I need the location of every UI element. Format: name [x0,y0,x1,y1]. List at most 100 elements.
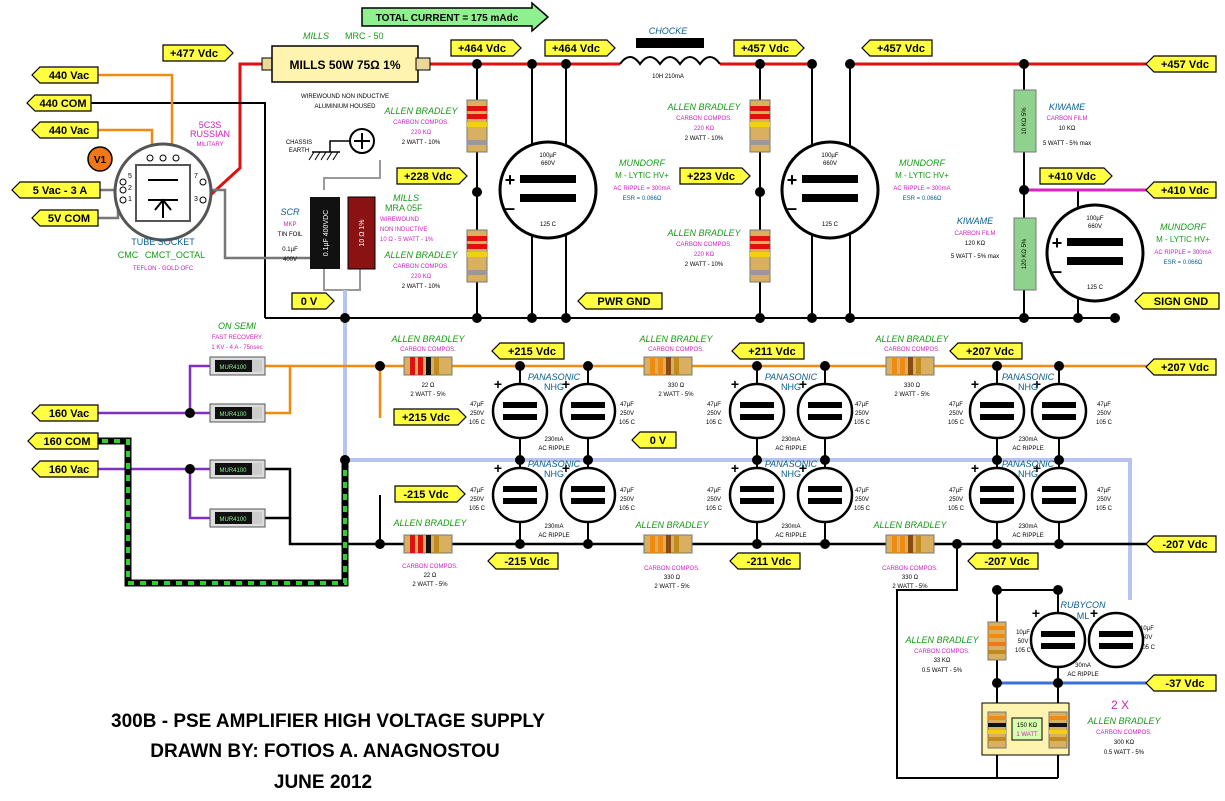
svg-text:MILLS: MILLS [393,193,419,203]
capacitor [559,382,617,440]
svg-text:ALLEN BRADLEY: ALLEN BRADLEY [390,334,465,344]
cap-plate [1042,486,1076,492]
svg-text:PANASONIC: PANASONIC [1002,459,1055,469]
svg-text:ESR = 0.066Ω: ESR = 0.066Ω [903,196,942,202]
svg-text:2 WATT - 5%: 2 WATT - 5% [658,392,694,398]
svg-text:-207 Vdc: -207 Vdc [1162,539,1207,551]
svg-text:105 C: 105 C [948,420,965,426]
capacitor [559,466,617,524]
resistor-band [908,357,913,375]
voltage-tag [967,552,1039,570]
svg-text:MUNDORF: MUNDORF [899,158,945,168]
svg-text:10µF: 10µF [1016,630,1030,636]
hv-wire [203,62,262,202]
svg-text:660V: 660V [823,161,837,167]
svg-text:230mA: 230mA [1018,437,1037,443]
cap-plate [1042,498,1076,504]
choke: CHOCKE 10H 210mA [619,26,721,80]
junction-dot [472,313,482,323]
resistor-band [650,357,655,375]
junction-dot [1019,59,1029,69]
svg-text:MKP: MKP [283,222,296,228]
junction-dot [515,455,525,465]
voltage-tag [733,39,805,57]
svg-text:NHG: NHG [1018,469,1038,479]
capacitor [796,466,854,524]
svg-text:2 WATT - 5%: 2 WATT - 5% [412,582,448,588]
resistor-band [467,122,487,127]
socket-model-b: CMCT_OCTAL [145,250,205,260]
svg-text:100µF: 100µF [821,153,838,159]
svg-text:2 WATT - 5%: 2 WATT - 5% [892,584,928,590]
svg-text:33 KΩ: 33 KΩ [934,658,951,664]
resistor-band [674,535,679,553]
svg-text:PANASONIC: PANASONIC [765,372,818,382]
junction-dot [755,313,765,323]
junction-dot [1053,585,1063,595]
junction-dot [1054,455,1064,465]
svg-text:2 WATT - 5%: 2 WATT - 5% [654,584,690,590]
junction-dot [752,539,762,549]
resistor-band [467,252,487,257]
svg-text:250V: 250V [470,411,484,417]
minus-sign: – [787,198,797,218]
svg-text:0.1µF: 0.1µF [282,247,298,253]
svg-text:CARBON COMPOS.: CARBON COMPOS. [882,566,938,572]
svg-text:PANASONIC: PANASONIC [528,372,581,382]
svg-text:250V: 250V [949,497,963,503]
cap-plate [1041,631,1075,637]
junction-dot [820,539,830,549]
svg-text:MUR4100: MUR4100 [219,365,247,371]
resistor-band [666,357,671,375]
capacitor [968,382,1026,440]
svg-text:AC RIPPLE: AC RIPPLE [775,533,806,539]
svg-text:5 WATT - 5% max: 5 WATT - 5% max [951,254,999,260]
tube-name: 5C3S [199,120,222,130]
svg-text:ALLEN BRADLEY: ALLEN BRADLEY [383,250,458,260]
svg-text:+228 Vdc: +228 Vdc [404,171,452,183]
svg-text:330 Ω: 330 Ω [668,383,685,389]
svg-text:PANASONIC: PANASONIC [1002,372,1055,382]
svg-text:ALLEN BRADLEY: ALLEN BRADLEY [634,520,709,530]
plus-sign: + [562,460,570,476]
voltage-tag [396,167,468,185]
resistor-band [467,270,487,275]
resistor-band [916,535,921,553]
resistor-band [988,737,1006,741]
svg-text:5: 5 [128,173,132,180]
resistor-band [410,357,415,375]
svg-text:2 WATT - 5%: 2 WATT - 5% [410,392,446,398]
ground-bus [343,290,1132,600]
voltage-tag [393,408,467,426]
cap-plate [980,402,1014,408]
junction-dot [583,455,593,465]
svg-text:250V: 250V [470,497,484,503]
svg-text:47µF: 47µF [470,488,484,494]
svg-text:1 WATT: 1 WATT [1016,732,1038,738]
diode-band [252,407,262,419]
resistor-band [467,106,487,111]
junction-dot [1110,313,1120,323]
plus-sign: + [1033,460,1041,476]
svg-text:160 Vac: 160 Vac [49,464,89,476]
svg-text:440 Vac: 440 Vac [49,125,89,137]
svg-text:FAST RECOVERY: FAST RECOVERY [212,335,262,341]
svg-text:250V: 250V [855,497,869,503]
voltage-tag [1145,358,1217,376]
svg-text:EARTH: EARTH [289,148,309,154]
junction-dot [820,361,830,371]
junction-dot [340,313,350,323]
voltage-tag [731,342,805,360]
diode-body [215,463,252,475]
svg-text:120 KΩ 5%: 120 KΩ 5% [1022,238,1028,269]
cap-plate [1099,643,1133,649]
resistor-band [658,535,663,553]
svg-text:105 C: 105 C [619,506,636,512]
svg-text:WIREWOUND NON INDUCTIVE: WIREWOUND NON INDUCTIVE [301,94,389,100]
svg-text:2 WATT - 5%: 2 WATT - 5% [894,392,930,398]
svg-text:MUR4100: MUR4100 [219,412,247,418]
cap-plate [503,402,537,408]
resistor-band [988,716,1006,720]
svg-text:TIN FOIL: TIN FOIL [278,232,303,238]
